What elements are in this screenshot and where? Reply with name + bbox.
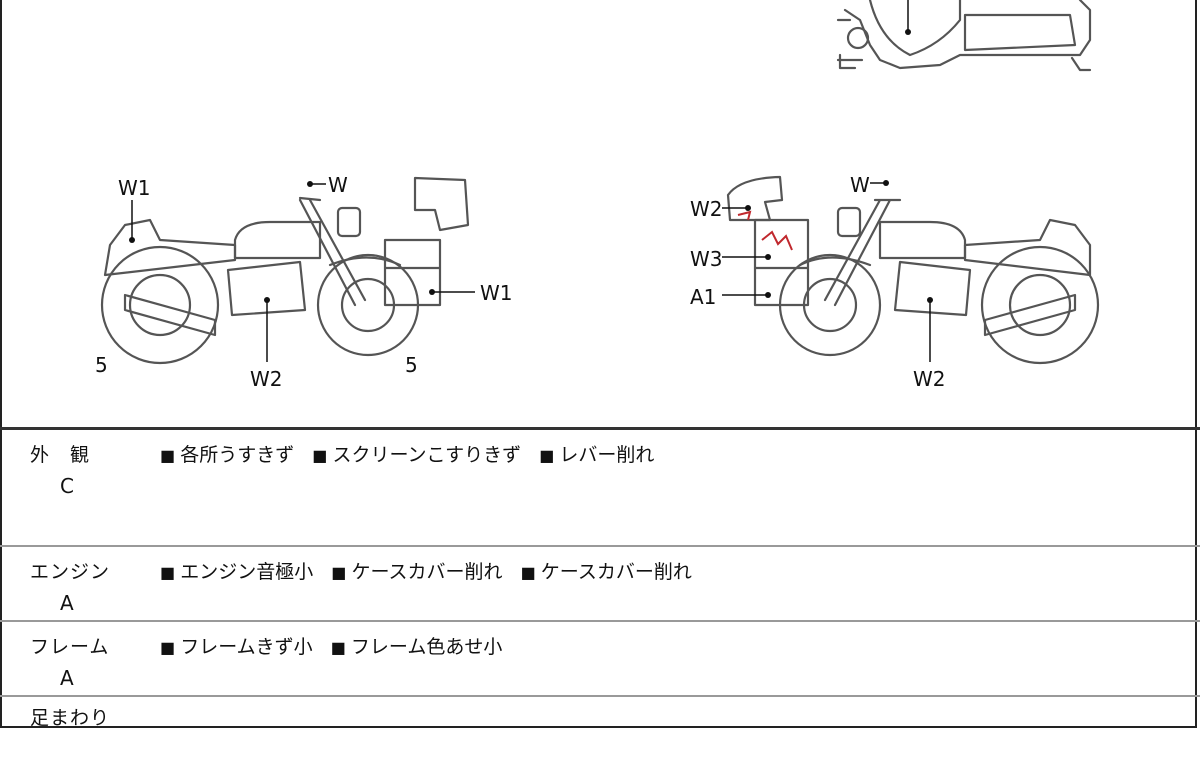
category-label: 外 観: [30, 444, 91, 466]
label-w1-bag: W1: [480, 281, 513, 305]
category-label: フレーム: [30, 636, 110, 658]
note-item: 各所うすきず: [160, 444, 294, 466]
category-label: 足まわり: [30, 707, 111, 729]
row-frame: フレーム A フレームきず小 フレーム色あせ小: [0, 622, 1200, 697]
note-item: フレームきず小: [160, 636, 313, 658]
row-suspension: 足まわり: [0, 697, 1200, 757]
note-item: エンジン音極小: [160, 561, 313, 583]
grade: A: [60, 666, 74, 690]
grade: A: [60, 591, 74, 615]
row-engine: エンジン A エンジン音極小 ケースカバー削れ ケースカバー削れ: [0, 547, 1200, 622]
label-w2-engine-right: W2: [913, 367, 946, 391]
category-label: エンジン: [30, 561, 111, 583]
notes: フレームきず小 フレーム色あせ小: [160, 632, 514, 659]
label-w2-engine: W2: [250, 367, 283, 391]
damage-diagram: W1 W W1 W2 5 5 W W2 W3 A1 W2: [95, 0, 1100, 391]
label-a1-bag: A1: [690, 285, 716, 309]
label-w-lever-right: W: [850, 173, 870, 197]
label-w2-screen: W2: [690, 197, 723, 221]
motorcycle-right-side: W W2 W3 A1 W2: [690, 173, 1100, 391]
note-item: フレーム色あせ小: [331, 636, 503, 658]
note-item: レバー削れ: [539, 444, 654, 466]
grade: C: [60, 474, 74, 498]
label-w-lever: W: [328, 173, 348, 197]
note-item: ケースカバー削れ: [331, 561, 502, 583]
label-w1-seat: W1: [118, 176, 151, 200]
notes: 各所うすきず スクリーンこすりきず レバー削れ: [160, 440, 666, 467]
label-rear-tire: 5: [95, 353, 108, 377]
note-item: スクリーンこすりきず: [312, 444, 521, 466]
row-exterior: 外 観 C 各所うすきず スクリーンこすりきず レバー削れ: [0, 430, 1200, 547]
notes: エンジン音極小 ケースカバー削れ ケースカバー削れ: [160, 557, 704, 584]
note-item: ケースカバー削れ: [521, 561, 692, 583]
motorcycle-left-side: W1 W W1 W2 5 5: [95, 173, 513, 391]
label-front-tire: 5: [405, 353, 418, 377]
label-w3-bag: W3: [690, 247, 723, 271]
section-divider: [0, 427, 1200, 430]
motorcycle-top-view: [836, 0, 1092, 72]
